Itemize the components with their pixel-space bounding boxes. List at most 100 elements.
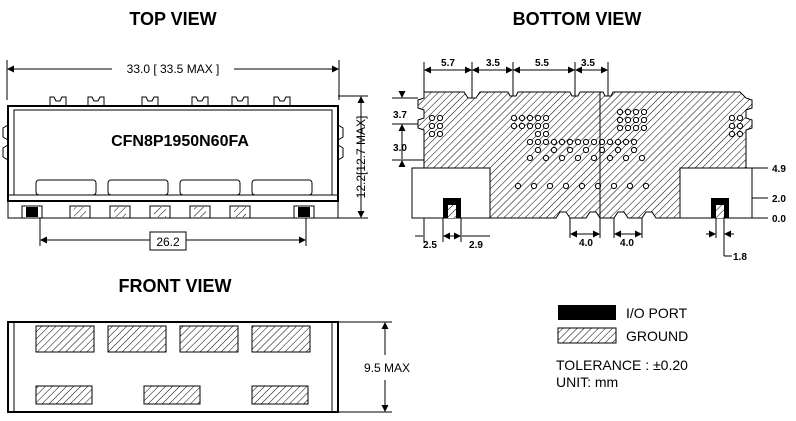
via xyxy=(574,138,582,146)
via xyxy=(566,146,574,154)
via xyxy=(630,146,638,154)
via xyxy=(428,114,436,122)
dim-right-1: 4.9 xyxy=(772,164,786,175)
dim-left-2: 3.0 xyxy=(393,143,407,154)
front-top-pad xyxy=(107,325,167,353)
via xyxy=(624,108,632,116)
edge-tab xyxy=(2,124,9,141)
via xyxy=(598,138,606,146)
legend-ground-label: GROUND xyxy=(626,328,688,344)
via xyxy=(640,124,648,132)
top-view: TOP VIEW 33.0 [ 33.5 MAX ] CFN8P1950N60F… xyxy=(2,9,368,251)
via xyxy=(626,182,634,190)
dim-top-3: 5.5 xyxy=(535,58,549,69)
via xyxy=(590,138,598,146)
dim-bottom-4: 4.0 xyxy=(620,238,634,249)
front-view-title: FRONT VIEW xyxy=(119,276,232,296)
front-pads xyxy=(35,325,311,405)
via xyxy=(616,108,624,116)
top-ground-pad xyxy=(229,205,251,218)
via xyxy=(534,122,542,130)
top-clip xyxy=(49,96,67,106)
top-clip xyxy=(273,96,291,106)
pitch-label: 26.2 xyxy=(156,235,180,249)
via xyxy=(542,130,550,138)
top-inner-block xyxy=(35,179,97,196)
front-bottom-pad xyxy=(251,385,309,405)
via xyxy=(624,116,632,124)
edge-tab xyxy=(337,144,344,161)
dim-top-1: 5.7 xyxy=(441,58,455,69)
front-bottom-pad xyxy=(35,385,93,405)
top-ground-pad xyxy=(149,205,171,218)
top-clip xyxy=(141,96,159,106)
edge-tab xyxy=(2,144,9,161)
front-top-pad xyxy=(179,325,239,353)
via xyxy=(582,146,590,154)
via xyxy=(624,124,632,132)
top-clip xyxy=(191,96,209,106)
dim-top-4: 3.5 xyxy=(581,58,595,69)
via xyxy=(614,146,622,154)
via xyxy=(436,122,444,130)
dim-bottom-2: 2.9 xyxy=(469,240,483,251)
via xyxy=(436,130,444,138)
via xyxy=(518,122,526,130)
via xyxy=(632,124,640,132)
via xyxy=(558,154,566,162)
part-number: CFN8P1950N60FA xyxy=(111,133,249,150)
via xyxy=(530,182,538,190)
via xyxy=(642,182,650,190)
bottom-top-dims: 5.7 3.5 5.5 3.5 xyxy=(423,58,609,98)
bottom-view-title: BOTTOM VIEW xyxy=(513,9,642,29)
via xyxy=(606,138,614,146)
top-clips xyxy=(2,96,344,196)
top-pads xyxy=(8,200,338,218)
via xyxy=(542,114,550,122)
via xyxy=(606,154,614,162)
via xyxy=(622,154,630,162)
dim-top-2: 3.5 xyxy=(486,58,500,69)
via xyxy=(526,122,534,130)
via xyxy=(534,114,542,122)
top-height-label: 12.2[12.7 MAX] xyxy=(354,116,368,199)
top-view-title: TOP VIEW xyxy=(129,9,216,29)
via-array xyxy=(428,108,744,190)
legend: I/O PORT GROUND TOLERANCE : ±0.20 UNIT: … xyxy=(556,305,688,390)
top-clip xyxy=(87,96,105,106)
via xyxy=(616,116,624,124)
top-inner-block xyxy=(179,179,241,196)
via xyxy=(638,154,646,162)
via xyxy=(510,114,518,122)
top-width-label: 33.0 [ 33.5 MAX ] xyxy=(127,62,220,76)
top-clip xyxy=(231,96,249,106)
top-inner-block xyxy=(107,179,169,196)
front-bottom-pad xyxy=(143,385,201,405)
via xyxy=(518,114,526,122)
front-top-pad xyxy=(35,325,95,353)
dim-right-2: 2.0 xyxy=(772,194,786,205)
via xyxy=(640,108,648,116)
via xyxy=(574,154,582,162)
dim-bottom-3: 4.0 xyxy=(579,238,593,249)
via xyxy=(582,138,590,146)
via xyxy=(542,154,550,162)
ground-plane xyxy=(417,91,753,219)
via xyxy=(550,138,558,146)
via xyxy=(436,114,444,122)
dim-bottom-5: 1.8 xyxy=(733,252,747,263)
bottom-view: BOTTOM VIEW 5.7 3.5 5.5 3.5 xyxy=(392,9,786,263)
via xyxy=(598,146,606,154)
via xyxy=(736,114,744,122)
top-ground-pad xyxy=(189,205,211,218)
via xyxy=(428,130,436,138)
via xyxy=(546,182,554,190)
unit-text: UNIT: mm xyxy=(556,374,618,390)
via xyxy=(616,124,624,132)
via xyxy=(728,130,736,138)
via xyxy=(526,114,534,122)
via xyxy=(562,182,570,190)
via xyxy=(542,122,550,130)
top-ground-pad xyxy=(109,205,131,218)
